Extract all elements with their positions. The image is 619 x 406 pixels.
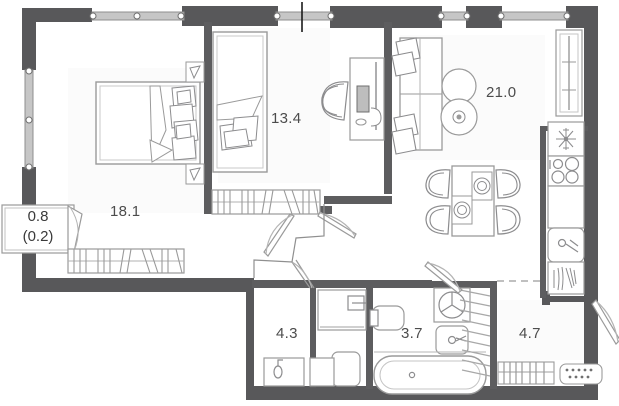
balcony-door-right <box>555 29 583 117</box>
room-label-bedroom-large: 18.1 <box>110 203 141 220</box>
room-label-bedroom-small: 13.4 <box>271 110 302 127</box>
sink-drain <box>557 238 567 248</box>
washbasin-tap <box>277 359 283 366</box>
storage-fixtures <box>459 289 603 385</box>
bathtub-inner <box>379 360 481 390</box>
dishwasher-glyph <box>553 266 577 291</box>
lamp-icon-bottom <box>189 167 201 182</box>
window-top-4 <box>497 11 571 21</box>
bathroom-sink-drain <box>447 335 457 345</box>
hallway-fixtures <box>263 289 367 387</box>
wall-bath-right <box>490 281 497 389</box>
door-living <box>424 261 463 294</box>
door-bedroom-large <box>263 213 295 257</box>
door-wc <box>291 261 311 289</box>
bed-single-pillows <box>219 115 259 151</box>
lamp-icon-top <box>189 65 201 80</box>
desk-area <box>321 57 385 141</box>
burner-3 <box>551 170 565 184</box>
wall-right-upper <box>584 6 598 131</box>
bathroom-fixtures <box>369 287 487 395</box>
bed-blanket-fold <box>149 139 174 163</box>
burner-1 <box>552 158 564 170</box>
kitchen-sink <box>547 227 585 263</box>
radiator-storage <box>497 361 555 385</box>
wall-hall-seg-a <box>254 281 314 288</box>
bedroom-small-furniture <box>211 31 385 215</box>
wall-hall-bottom-div <box>252 280 432 288</box>
burner-4 <box>565 170 579 184</box>
wall-left-lower <box>22 252 36 278</box>
wall-left-upper <box>22 8 36 70</box>
bathtub-drain <box>408 371 416 379</box>
coffee-table-large <box>441 68 477 104</box>
room-label-living-kitchen: 21.0 <box>486 84 517 101</box>
wall-bedroom-right <box>384 22 392 194</box>
radiator-bedroom-large <box>67 248 185 274</box>
wall-hall-seg-b <box>368 281 496 288</box>
wall-top-seg-1 <box>182 6 278 26</box>
wall-right-mid <box>584 131 598 291</box>
wall-right-step <box>548 291 598 302</box>
wall-top-seg-3 <box>466 6 502 28</box>
wall-kitchen-left <box>540 128 546 298</box>
door-bedroom-small <box>317 211 357 239</box>
bathroom-washbasin <box>435 325 469 355</box>
balcony-structure <box>1 204 83 254</box>
shower-tray <box>331 351 361 387</box>
wall-bath-left <box>366 281 373 389</box>
room-label-storage: 4.7 <box>519 325 541 342</box>
electrical-panel <box>559 363 603 385</box>
balcony-area: 0.8 <box>27 208 49 225</box>
desk-item <box>355 118 367 126</box>
hallway-outline <box>253 204 325 278</box>
hall-unit <box>309 357 335 387</box>
wall-wc-right <box>310 288 316 388</box>
laptop <box>356 85 370 113</box>
balcony-glazing <box>67 204 83 253</box>
wall-bed-divider <box>204 22 212 214</box>
sofa-cushions <box>391 37 421 155</box>
room-label-hallway: 4.3 <box>276 325 298 342</box>
balcony-label: 0.8 (0.2) <box>6 207 70 248</box>
window-left <box>24 67 34 171</box>
wall-left-pier <box>22 167 36 205</box>
dishwasher <box>547 261 585 295</box>
hall-washbasin <box>263 357 305 387</box>
windows <box>24 2 571 171</box>
living-furniture <box>391 29 583 237</box>
wall-hall-top <box>324 196 392 204</box>
kitchen-units <box>547 121 585 295</box>
snowflake-icon <box>556 128 576 150</box>
doors <box>263 211 619 345</box>
floor-storage <box>498 300 586 360</box>
window-top-3 <box>437 11 471 21</box>
kitchen-counter <box>547 185 585 229</box>
door-entrance <box>591 299 619 345</box>
window-top-2 <box>273 11 335 21</box>
sink-faucet <box>565 239 579 253</box>
window-top-1 <box>89 11 185 21</box>
wall-bottom-left-riser <box>246 278 254 396</box>
balcony-area-reduced: (0.2) <box>22 228 54 246</box>
bed-pillows <box>169 85 199 161</box>
radiator-bedroom-small <box>211 189 321 215</box>
storage-shelving <box>459 289 491 377</box>
dining-set <box>425 165 521 237</box>
bedroom-large-furniture <box>67 61 205 274</box>
balcony-arc <box>69 206 79 252</box>
toilet-cistern <box>369 309 379 327</box>
washbasin-bowl <box>273 365 283 379</box>
wall-top-seg-2 <box>330 6 442 28</box>
room-label-bathroom: 3.7 <box>401 325 423 342</box>
wall-bottom-left <box>22 278 252 292</box>
desk-lamp-shade <box>370 107 382 127</box>
